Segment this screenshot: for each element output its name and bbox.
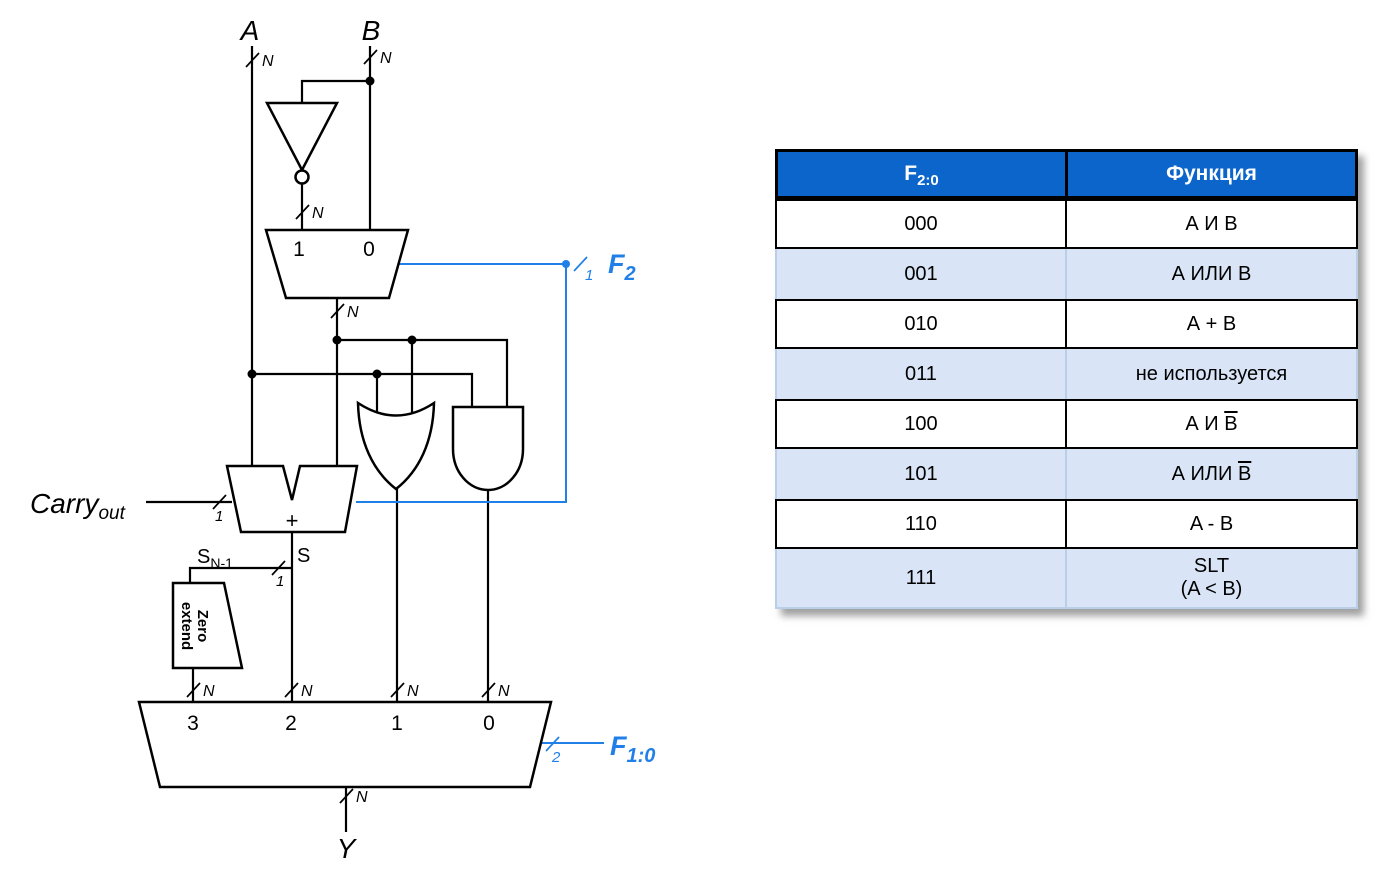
table-header-row: F2:0 Функция: [775, 149, 1358, 199]
result-mux-port2-label: 2: [285, 712, 297, 735]
adder-plus-label: +: [286, 508, 299, 533]
function-cell: А ИЛИ В: [1171, 462, 1252, 485]
inverter-bubble: [294, 169, 310, 185]
svg-text:1: 1: [215, 508, 223, 525]
table-row: 111 SLT(A < B): [775, 549, 1358, 609]
table-row: 010 А + В: [775, 299, 1358, 349]
function-cell: SLT(A < B): [1180, 555, 1243, 600]
zero-extend-label-line1: Zero: [194, 610, 211, 643]
table-row: 100 А И В: [775, 399, 1358, 449]
f-code-cell: 010: [777, 301, 1067, 347]
zero-extend-unit: Zero extend: [171, 581, 244, 670]
result-mux: 3 2 1 0: [137, 700, 553, 789]
table-row: 101 А ИЛИ В: [775, 449, 1358, 499]
table-row: 001 А ИЛИ В: [775, 249, 1358, 299]
svg-text:1: 1: [276, 573, 284, 590]
f-code-cell: 011: [777, 349, 1067, 399]
function-cell: A - B: [1189, 512, 1234, 535]
result-mux-port1-label: 1: [391, 712, 403, 735]
data-wires: [146, 46, 509, 832]
table-row: 000 А И В: [775, 199, 1358, 249]
function-cell: А + В: [1186, 312, 1237, 335]
svg-text:N: N: [380, 50, 392, 67]
input-a-label: A: [239, 15, 260, 46]
f-code-cell: 111: [777, 549, 1067, 607]
sum-msb-label: SN-1: [197, 546, 233, 571]
table-header-function: Функция: [1166, 162, 1257, 185]
f10-label: F1:0: [610, 731, 655, 767]
function-cell: не используется: [1135, 362, 1288, 385]
result-mux-port0-label: 0: [483, 712, 495, 735]
svg-text:N: N: [347, 304, 359, 321]
svg-text:2: 2: [551, 749, 561, 766]
f-code-cell: 000: [777, 201, 1067, 247]
f-code-cell: 101: [777, 449, 1067, 499]
not-gate: [264, 101, 340, 185]
table-row: 011 не используется: [775, 349, 1358, 399]
f-code-cell: 110: [777, 501, 1067, 547]
adder: +: [225, 464, 359, 534]
table-body: 000 А И В 001 А ИЛИ В 010 А + В 011 не использу…: [775, 199, 1358, 609]
and-gate: [451, 405, 525, 492]
or-gate: [356, 400, 436, 491]
svg-text:N: N: [356, 789, 368, 806]
table-row: 110 A - B: [775, 499, 1358, 549]
svg-text:N: N: [301, 683, 313, 700]
zero-extend-label-line2: extend: [178, 602, 195, 650]
svg-text:1: 1: [585, 267, 593, 284]
alu-schematic: 1 0 + Zero extend 3 2 1 0 N N: [30, 15, 655, 864]
f2-label: F2: [608, 249, 636, 285]
result-mux-port3-label: 3: [187, 712, 199, 735]
svg-text:N: N: [498, 683, 510, 700]
function-cell: А ИЛИ В: [1171, 262, 1252, 285]
alu-schematic-svg: 1 0 + Zero extend 3 2 1 0 N N: [30, 15, 655, 864]
svg-text:N: N: [312, 205, 324, 222]
svg-text:N: N: [203, 683, 215, 700]
bnot-mux: 1 0: [264, 228, 410, 300]
function-cell: А И В: [1185, 212, 1238, 235]
carry-out-label: Carryout: [30, 488, 126, 524]
bus-width-marks: N N N N 1 1 N N N N N 1 2: [186, 49, 593, 806]
svg-text:N: N: [262, 53, 274, 70]
function-cell: А И В: [1185, 412, 1238, 435]
sum-label: S: [297, 545, 310, 567]
table-header-f: F2:0: [778, 152, 1068, 196]
control-wires: [356, 260, 604, 744]
f-code-cell: 100: [777, 401, 1067, 447]
bnot-mux-port0-label: 0: [363, 238, 375, 261]
svg-text:N: N: [407, 683, 419, 700]
f-code-cell: 001: [777, 249, 1067, 299]
input-b-label: B: [362, 15, 381, 46]
signal-labels: A B Carryout S SN-1 Y F2 F1:0: [30, 15, 655, 864]
bnot-mux-port1-label: 1: [293, 238, 305, 261]
output-y-label: Y: [337, 833, 358, 864]
